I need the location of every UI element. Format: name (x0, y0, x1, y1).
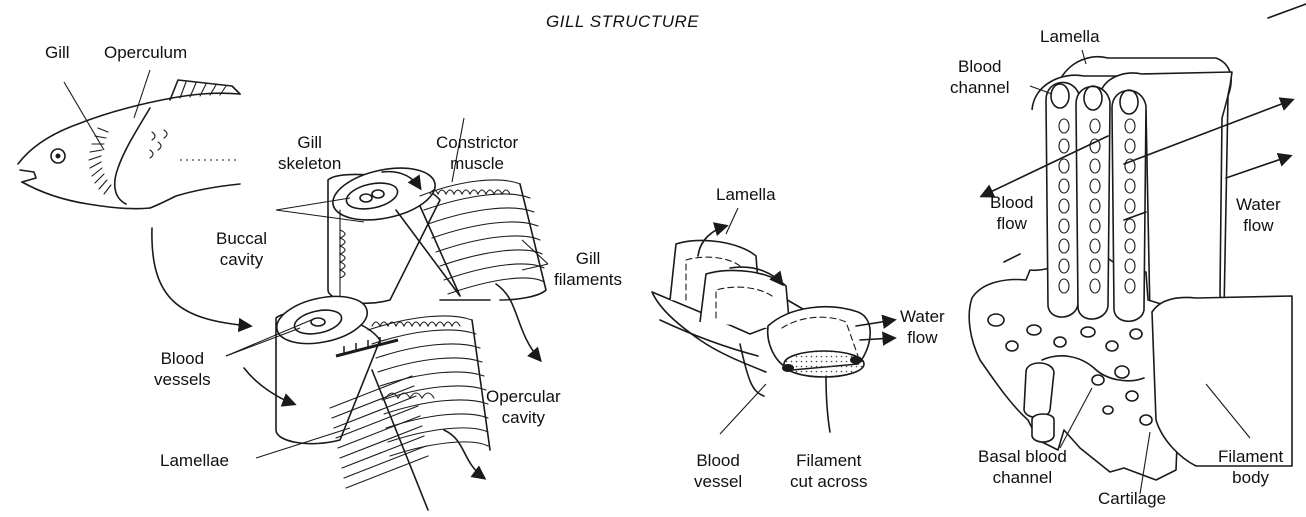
label-blood-flow: Blood flow (990, 192, 1033, 234)
label-lamella-mid: Lamella (716, 184, 776, 205)
label-blood-channel: Blood channel (950, 56, 1010, 98)
label-gill-skeleton: Gill skeleton (278, 132, 341, 174)
label-lamellae: Lamellae (160, 450, 229, 471)
label-gill: Gill (45, 42, 70, 63)
lamella-section-drawing (969, 4, 1306, 494)
label-filament-body: Filament body (1218, 446, 1283, 488)
label-constrictor-muscle: Constrictor muscle (436, 132, 518, 174)
gill-arch-drawing (226, 118, 548, 510)
label-operculum: Operculum (104, 42, 187, 63)
label-filament-cut-across: Filament cut across (790, 450, 867, 492)
label-basal-blood-channel: Basal blood channel (978, 446, 1067, 488)
fish-head-drawing (18, 70, 240, 209)
label-blood-vessel-mid: Blood vessel (694, 450, 742, 492)
label-lamella-right: Lamella (1040, 26, 1100, 47)
label-cartilage: Cartilage (1098, 488, 1166, 509)
label-water-flow-right: Water flow (1236, 194, 1281, 236)
label-gill-filaments: Gill filaments (554, 248, 622, 290)
diagram-title: GILL STRUCTURE (546, 12, 699, 32)
label-buccal-cavity: Buccal cavity (216, 228, 267, 270)
filament-lamellae-drawing (652, 208, 894, 434)
label-opercular-cavity: Opercular cavity (486, 386, 561, 428)
label-blood-vessels: Blood vessels (154, 348, 211, 390)
label-water-flow-mid: Water flow (900, 306, 945, 348)
